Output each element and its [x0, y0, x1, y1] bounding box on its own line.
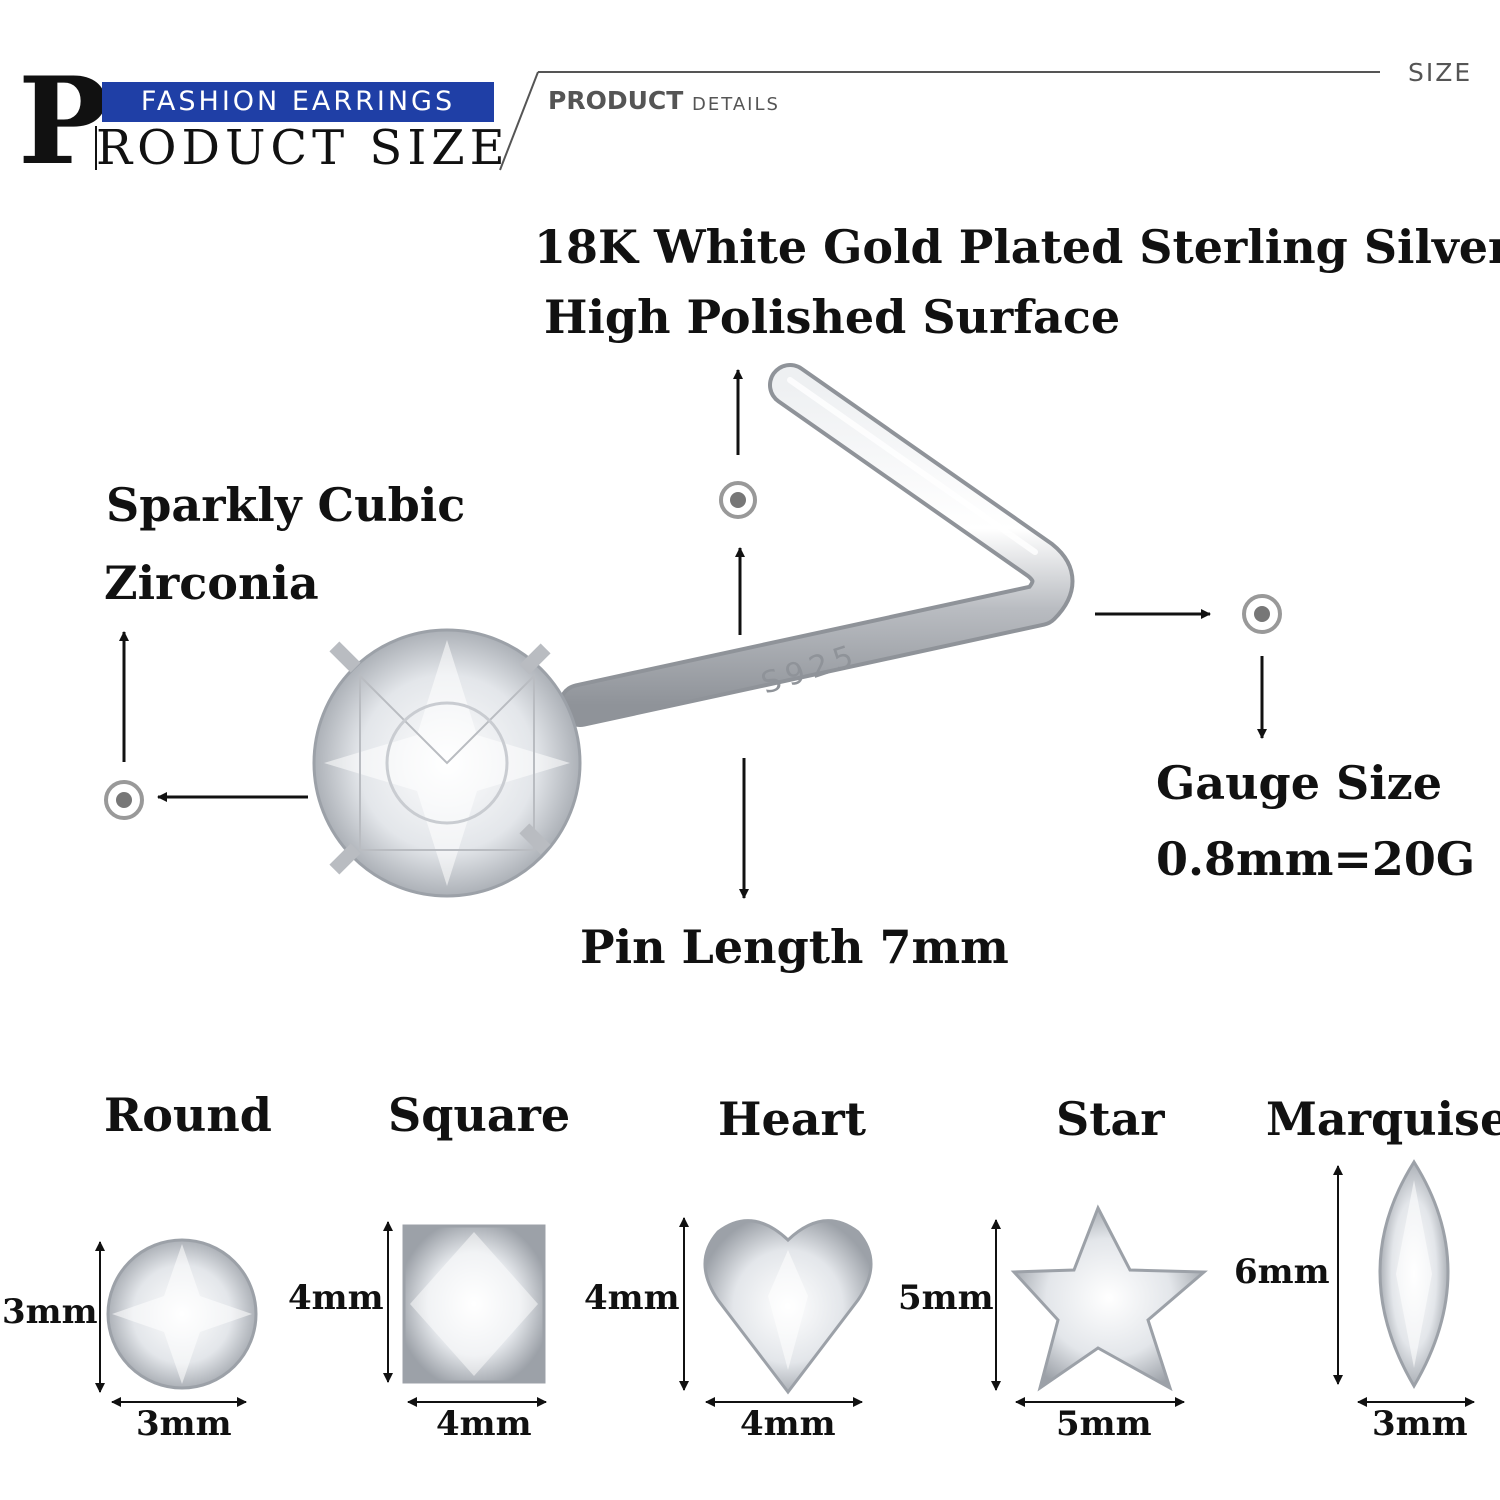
size-tag: SIZE — [1408, 58, 1473, 87]
square-width-label: 4mm — [436, 1404, 532, 1444]
stone-line-2: Zirconia — [104, 556, 319, 610]
shape-name-heart: Heart — [718, 1092, 867, 1146]
round-width-label: 3mm — [136, 1404, 232, 1444]
title-initial: P — [18, 51, 109, 192]
shape-round-gem — [106, 1238, 258, 1390]
main-round-gem — [312, 628, 582, 898]
material-line-1: 18K White Gold Plated Sterling Silver — [534, 220, 1500, 274]
star-height-label: 5mm — [898, 1278, 994, 1318]
shape-name-marquise: Marquise — [1266, 1092, 1500, 1146]
gauge-line-1: Gauge Size — [1156, 756, 1443, 810]
shape-name-square: Square — [388, 1088, 571, 1142]
marquise-width-label: 3mm — [1372, 1404, 1468, 1444]
section-title-product: PRODUCT — [548, 86, 684, 115]
product-size-title: RODUCT SIZE — [96, 120, 510, 176]
shape-name-star: Star — [1056, 1092, 1165, 1146]
annotation-arrows — [104, 369, 1282, 899]
pin-length-label: Pin Length 7mm — [580, 920, 1009, 974]
dimension-arrows — [95, 1165, 1475, 1407]
marquise-height-label: 6mm — [1234, 1252, 1330, 1292]
heart-width-label: 4mm — [740, 1404, 836, 1444]
material-line-2: High Polished Surface — [544, 290, 1121, 344]
star-width-label: 5mm — [1056, 1404, 1152, 1444]
nose-stud-pin — [558, 363, 1075, 727]
heart-height-label: 4mm — [584, 1278, 680, 1318]
round-height-label: 3mm — [2, 1292, 98, 1332]
square-height-label: 4mm — [288, 1278, 384, 1318]
shape-name-round: Round — [104, 1088, 272, 1142]
shape-heart-gem — [703, 1219, 873, 1395]
fashion-earrings-banner: FASHION EARRINGS — [102, 82, 494, 122]
shape-star-gem — [1010, 1204, 1208, 1392]
shape-square-gem — [402, 1224, 546, 1384]
stone-line-1: Sparkly Cubic — [106, 478, 466, 532]
section-title-details: DETAILS — [692, 94, 780, 115]
gauge-line-2: 0.8mm=20G — [1156, 832, 1476, 886]
header-divider-lines — [95, 71, 1380, 171]
shape-marquise-gem — [1378, 1159, 1450, 1389]
